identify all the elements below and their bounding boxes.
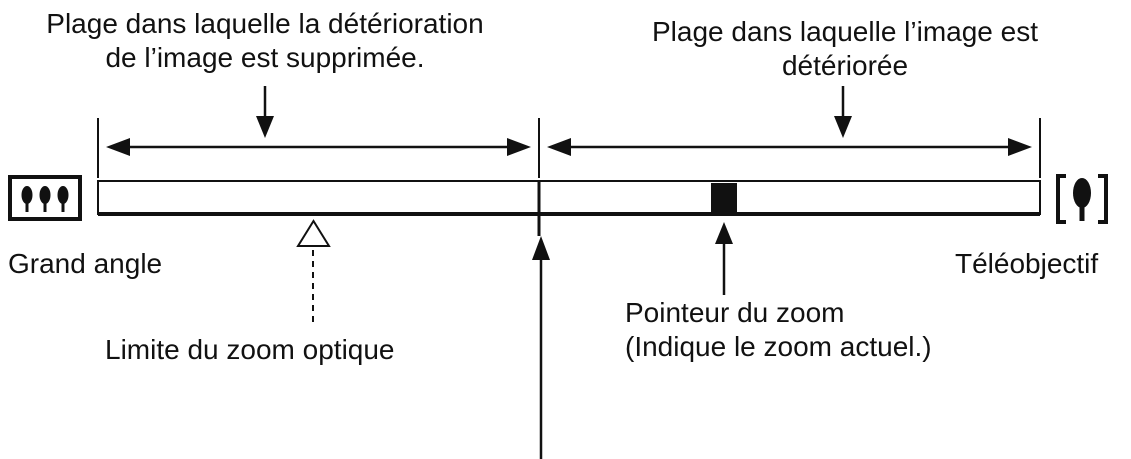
zoom-pointer-label: Pointeur du zoom (Indique le zoom actuel… <box>625 296 932 364</box>
wide-angle-trees-icon <box>8 175 82 221</box>
zoom-pointer-marker <box>711 183 737 215</box>
deteriorated-range-span-arrow <box>547 138 1032 156</box>
suppressed-range-label-line1: Plage dans laquelle la détérioration <box>46 8 484 39</box>
zoom-pointer-label-line2: (Indique le zoom actuel.) <box>625 331 932 362</box>
telephoto-tree-icon <box>1056 174 1108 224</box>
suppressed-range-label-line2: de l’image est supprimée. <box>105 42 425 73</box>
suppressed-range-label: Plage dans laquelle la détérioration de … <box>5 7 525 75</box>
telephoto-label: Téléobjectif <box>955 248 1099 279</box>
suppressed-range-span-arrow <box>106 138 531 156</box>
wide-angle-label: Grand angle <box>8 248 163 279</box>
optical-zoom-limit-triangle <box>296 219 331 247</box>
deteriorated-range-down-arrow <box>834 86 852 138</box>
optical-zoom-limit-label: Limite du zoom optique <box>105 334 395 365</box>
zoom-bar <box>97 180 1041 215</box>
zoom-pointer-up-arrow <box>715 222 733 295</box>
deteriorated-range-label: Plage dans laquelle l’image est détérior… <box>605 15 1085 83</box>
deteriorated-range-label-line1: Plage dans laquelle l’image est <box>651 16 1039 47</box>
zoom-pointer-label-line1: Pointeur du zoom <box>625 297 845 328</box>
suppressed-range-down-arrow <box>256 86 274 138</box>
deteriorated-range-label-line2: détériorée <box>781 50 909 81</box>
boundary-up-arrow <box>532 236 550 459</box>
